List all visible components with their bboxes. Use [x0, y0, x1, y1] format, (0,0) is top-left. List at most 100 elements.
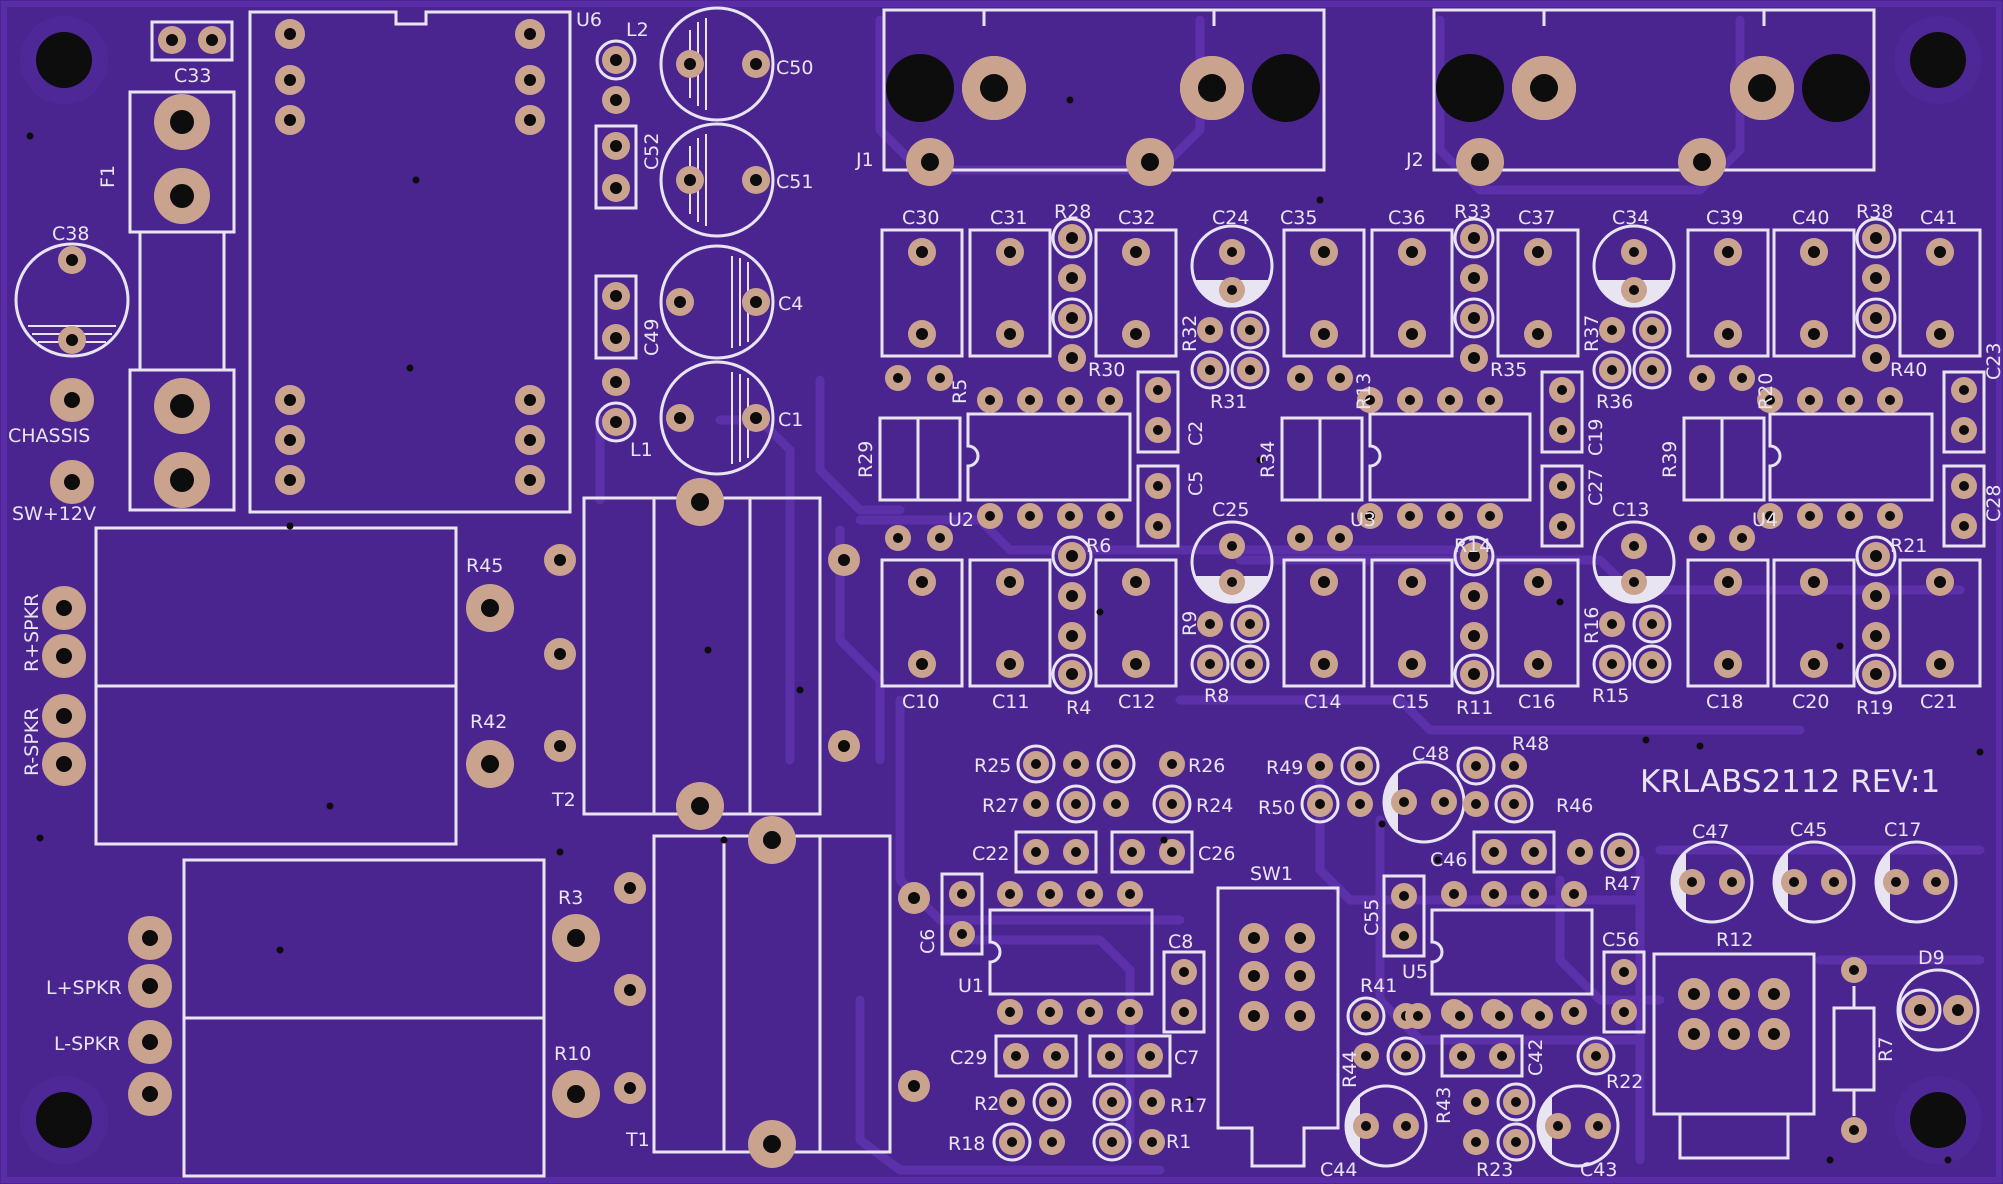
label-r31: R31	[1210, 391, 1247, 413]
label-d9: D9	[1918, 947, 1945, 969]
mounting-holes	[20, 16, 1982, 1164]
pad	[898, 882, 930, 914]
label-c11: C11	[992, 691, 1029, 713]
silkscreen-labels: KRLABS2112 REV:1 J1 J2 U6 L2 L1 C50 C51 …	[8, 9, 2003, 1181]
pad	[1287, 525, 1313, 551]
label-r13: R13	[1353, 373, 1375, 410]
pad	[1611, 999, 1637, 1025]
label-c27: C27	[1585, 469, 1607, 506]
pad	[1926, 320, 1954, 348]
jack-pad	[886, 54, 954, 122]
pad	[1092, 1082, 1132, 1122]
label-lms: L-SPKR	[54, 1033, 120, 1055]
pad	[1437, 503, 1463, 529]
pad	[977, 503, 1003, 529]
pad	[1230, 644, 1270, 684]
pad	[1300, 784, 1340, 824]
pad	[1453, 297, 1495, 339]
via	[1826, 1156, 1834, 1164]
label-c45: C45	[1790, 819, 1827, 841]
pad	[977, 387, 1003, 413]
pad	[515, 465, 545, 495]
pad	[1453, 653, 1495, 695]
pad	[1327, 365, 1353, 391]
label-c15: C15	[1392, 691, 1429, 713]
pad	[42, 634, 86, 678]
label-u3: U3	[1350, 509, 1376, 531]
pad	[515, 385, 545, 415]
pad	[1122, 238, 1150, 266]
pad	[1017, 387, 1043, 413]
pad	[1781, 869, 1807, 895]
pad	[1494, 784, 1534, 824]
label-c18: C18	[1706, 691, 1743, 713]
label-c14: C14	[1304, 691, 1341, 713]
via	[1434, 856, 1442, 864]
pad	[1043, 1043, 1069, 1069]
via	[1186, 1096, 1194, 1104]
pad	[1032, 1082, 1072, 1122]
pad	[1145, 513, 1171, 539]
pad	[1460, 264, 1488, 292]
pad	[1855, 535, 1897, 577]
pad	[42, 742, 86, 786]
pad	[1057, 503, 1083, 529]
pad	[908, 650, 936, 678]
pad	[1145, 417, 1171, 443]
label-j1: J1	[855, 149, 874, 171]
pad	[885, 365, 911, 391]
pad	[1391, 923, 1417, 949]
pad	[748, 816, 796, 864]
label-u1: U1	[958, 975, 984, 997]
pad	[1056, 784, 1096, 824]
label-rps: R+SPKR	[21, 594, 43, 672]
label-r26: R26	[1188, 755, 1225, 777]
pad	[1621, 533, 1647, 559]
label-r10: R10	[554, 1043, 591, 1065]
pad	[1092, 1122, 1132, 1162]
pad	[1453, 217, 1495, 259]
pad	[1943, 995, 1973, 1025]
pad	[1463, 1089, 1489, 1115]
pad	[1347, 791, 1373, 817]
label-r50: R50	[1258, 797, 1295, 819]
pad	[1487, 1003, 1513, 1029]
mounting-hole	[1910, 32, 1966, 88]
pad	[1729, 365, 1755, 391]
pad	[828, 730, 860, 762]
pad	[1521, 881, 1547, 907]
label-r27: R27	[982, 795, 1019, 817]
pad	[1837, 503, 1863, 529]
label-r42: R42	[470, 711, 507, 733]
pad	[1855, 653, 1897, 695]
pad	[676, 782, 724, 830]
pad	[1398, 650, 1426, 678]
pad	[1063, 751, 1089, 777]
label-r24: R24	[1196, 795, 1233, 817]
pad	[748, 1120, 796, 1168]
pad	[908, 320, 936, 348]
pad	[58, 246, 86, 274]
label-c40: C40	[1792, 207, 1829, 229]
pad	[1327, 525, 1353, 551]
pad	[1576, 1036, 1616, 1076]
pad	[1951, 473, 1977, 499]
label-r6: R6	[1086, 535, 1111, 557]
pad	[1397, 387, 1423, 413]
sw1-outline	[1216, 886, 1340, 1168]
via	[704, 646, 712, 654]
pad	[515, 105, 545, 135]
pad	[1058, 622, 1086, 650]
pad	[1039, 1129, 1065, 1155]
pad	[1230, 350, 1270, 390]
label-r43: R43	[1433, 1087, 1455, 1124]
pad	[1632, 644, 1672, 684]
label-c55: C55	[1361, 899, 1383, 936]
pad	[1855, 297, 1897, 339]
pad	[1718, 1018, 1750, 1050]
pad	[1463, 1129, 1489, 1155]
pad	[1447, 1003, 1473, 1029]
label-sw12: SW+12V	[12, 503, 96, 525]
label-r9: R9	[1179, 611, 1201, 636]
pad	[1391, 789, 1417, 815]
